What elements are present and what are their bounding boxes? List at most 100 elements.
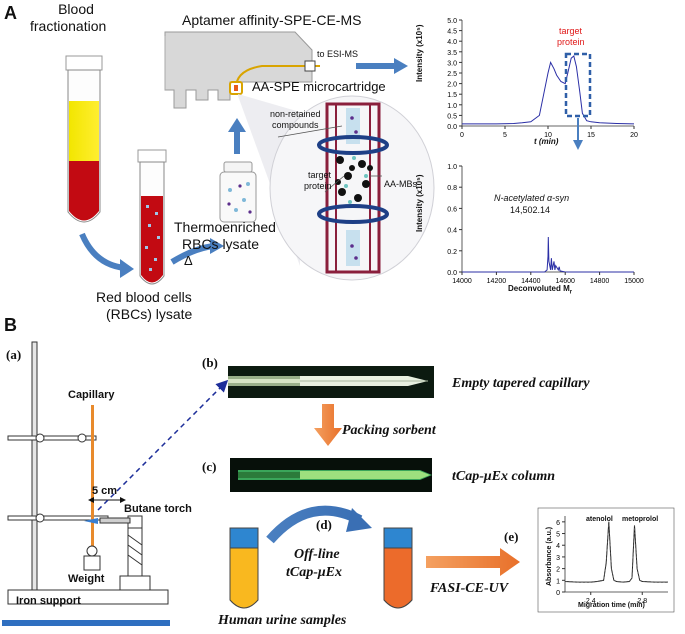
empty-capillary-image: [228, 366, 434, 398]
chart2-xlabel: Deconvoluted Mr: [508, 284, 573, 296]
rbc-lysate-tube: [137, 149, 167, 285]
panel-a-title: Aptamer affinity-SPE-CE-MS: [182, 12, 362, 28]
chart2-peak-value: 14,502.14: [510, 205, 551, 215]
target-protein-line2: protein: [304, 181, 332, 191]
y-tick-label: 2.5: [447, 71, 457, 78]
packing-sorbent-label: Packing sorbent: [342, 423, 436, 438]
chart1-target-label-2: protein: [557, 37, 585, 47]
x-tick-label: 14800: [590, 278, 610, 285]
blood-tube: [65, 55, 103, 223]
blood-fractionation-line1: Blood: [58, 1, 94, 17]
dashed-arrow: [97, 379, 229, 511]
thermo-line1: Thermoenriched: [174, 219, 276, 235]
y-tick-label: 2.0: [447, 82, 457, 89]
five-cm-label: 5 cm: [92, 485, 118, 497]
chart1-target-label-1: target: [559, 26, 583, 36]
y-tick-label: 0.2: [447, 249, 457, 256]
y-tick-label: 1.5: [447, 92, 457, 99]
x-tick-label: 14400: [521, 278, 541, 285]
column-image: [230, 458, 432, 492]
aa-mbs-label: AA-MBs: [384, 179, 418, 189]
panel-b-letter: B: [4, 315, 17, 335]
orange-down-arrow: [314, 404, 342, 446]
thermo-line2: RBCs lysate: [182, 236, 260, 252]
empty-tapered-label: Empty tapered capillary: [452, 376, 590, 391]
y-tick-label: 1: [556, 578, 560, 585]
urine-tube-1: [229, 527, 259, 609]
delta-symbol: Δ: [184, 253, 193, 268]
x-tick-label: 5: [503, 132, 507, 139]
target-protein-box: [564, 52, 592, 118]
label-c: (c): [202, 459, 217, 474]
cartridge-zoom: [269, 95, 435, 281]
urine-tube-2: [383, 527, 413, 609]
chart3-peak2-label: metoprolol: [622, 516, 659, 523]
chart2-ylabel: Intensity (x10⁵): [415, 174, 424, 232]
x-tick-label: 15000: [624, 278, 644, 285]
rbc-lysate-line1: Red blood cells: [96, 289, 192, 305]
offline-label-2: tCap-μEx: [286, 565, 343, 580]
x-tick-label: 0: [460, 132, 464, 139]
y-tick-label: 1.0: [447, 103, 457, 110]
x-tick-label: 2.4: [586, 598, 596, 605]
target-protein-line1: target: [308, 170, 332, 180]
to-esi-ms-label: to ESI-MS: [317, 49, 359, 59]
chart2-peak-label: N-acetylated α-syn: [494, 193, 570, 203]
offline-label-1: Off-line: [294, 547, 340, 562]
y-tick-label: 1.0: [447, 164, 457, 171]
iron-support-label: Iron support: [16, 595, 81, 607]
label-e: (e): [504, 529, 519, 544]
y-tick-label: 3.0: [447, 60, 457, 67]
y-tick-label: 0.0: [447, 270, 457, 277]
weight-label: Weight: [68, 573, 105, 585]
rbc-lysate-line2: (RBCs) lysate: [106, 306, 193, 322]
chart1-ylabel: Intensity (x10⁵): [415, 24, 424, 82]
butane-torch: [84, 515, 151, 591]
x-tick-label: 14200: [487, 278, 507, 285]
human-urine-label: Human urine samples: [218, 613, 347, 628]
y-tick-label: 5: [556, 532, 560, 539]
chart3-series-line-dashed: [564, 521, 668, 583]
y-tick-label: 5.0: [447, 18, 457, 25]
y-tick-label: 0.0: [447, 124, 457, 131]
x-tick-label: 15: [587, 132, 595, 139]
x-tick-label: 10: [544, 132, 552, 139]
x-tick-label: 2.8: [637, 598, 647, 605]
y-tick-label: 4: [556, 543, 560, 550]
arrow-to-lysate: [79, 232, 126, 271]
iron-support: [2, 341, 170, 626]
non-retained-line1: non-retained: [270, 109, 321, 119]
y-tick-label: 4.0: [447, 39, 457, 46]
label-d: (d): [316, 517, 332, 532]
non-retained-line2: compounds: [272, 120, 319, 130]
x-tick-label: 14600: [555, 278, 575, 285]
capillary-tube: [91, 405, 94, 547]
weight: [83, 545, 101, 571]
y-tick-label: 0.8: [447, 185, 457, 192]
butane-label: Butane torch: [124, 503, 192, 515]
y-tick-label: 3.5: [447, 50, 457, 57]
column-label: tCap-μEx column: [452, 469, 556, 484]
y-tick-label: 6: [556, 520, 560, 527]
orange-right-arrow: [426, 548, 520, 576]
offline-arrow: [266, 505, 363, 544]
lysate-vial: [219, 161, 257, 223]
y-tick-label: 2: [556, 567, 560, 574]
label-a: (a): [6, 347, 22, 362]
blood-fractionation-line2: fractionation: [30, 18, 107, 34]
chart2-series-line: [462, 236, 634, 273]
y-tick-label: 0.4: [447, 228, 457, 235]
chart1-series-line: [462, 55, 635, 125]
chart3-xlabel: Migration time (min): [578, 602, 645, 609]
chart1-xlabel: t (min): [534, 137, 559, 146]
chart2-ticks: 14000 14200 14400 14600 14800 15000 0.0 0.2 0.4 0…: [447, 164, 644, 285]
x-tick-label: 20: [630, 132, 638, 139]
panel-a-letter: A: [4, 3, 17, 23]
y-tick-label: 0.6: [447, 206, 457, 213]
y-tick-label: 4.5: [447, 29, 457, 36]
fasi-label: FASI-CE-UV: [430, 581, 509, 596]
capillary-label: Capillary: [68, 389, 115, 401]
x-tick-label: 14000: [452, 278, 472, 285]
